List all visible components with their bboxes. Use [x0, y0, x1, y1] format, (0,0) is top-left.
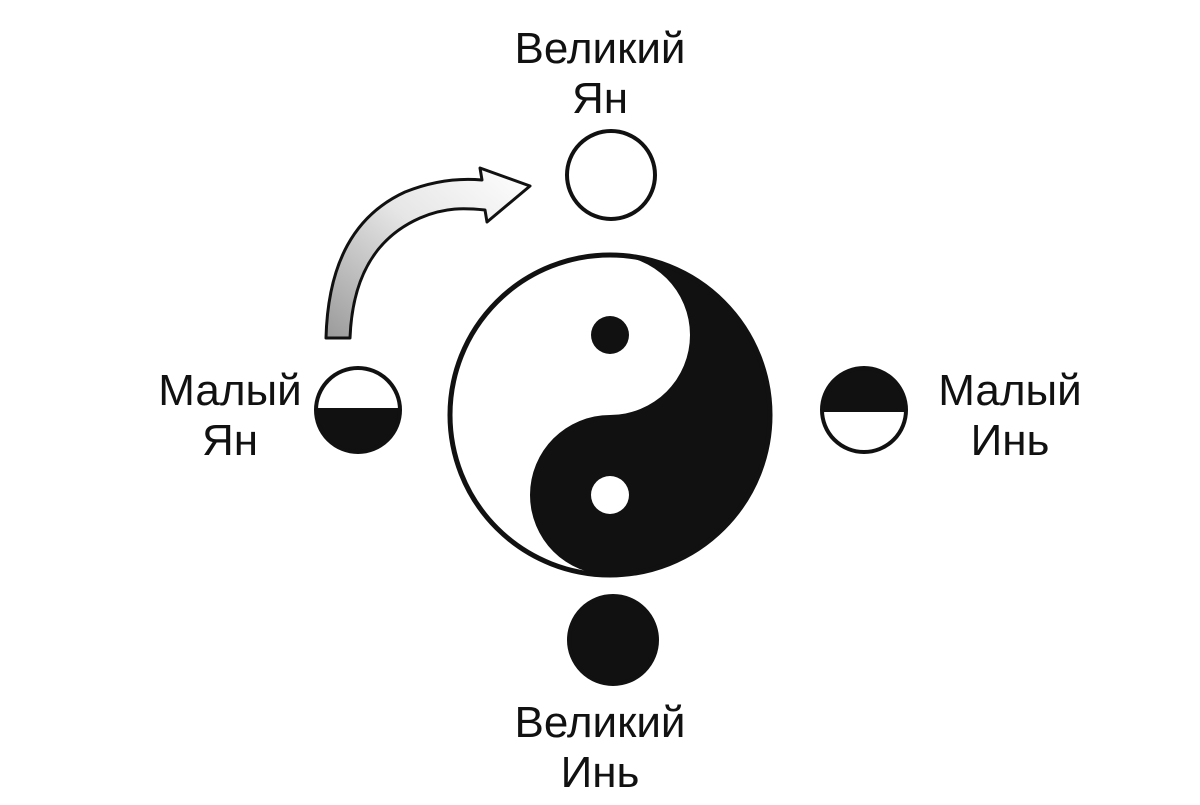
- yin-yang-symbol: [447, 252, 773, 578]
- lesser-yang-symbol: [314, 366, 402, 454]
- lesser-yang-label-line2: Ян: [201, 416, 259, 465]
- lesser-yin-label-line2: Инь: [970, 416, 1050, 465]
- lesser-yin-label-line1: Малый: [938, 366, 1082, 415]
- great-yang-label: Великий Ян: [470, 24, 730, 124]
- yin-dot: [591, 476, 629, 514]
- great-yin-label-line1: Великий: [514, 698, 686, 747]
- great-yang-symbol: [565, 129, 657, 221]
- lesser-yin-label: Малый Инь: [900, 366, 1120, 466]
- lesser-yang-label: Малый Ян: [120, 366, 340, 466]
- great-yin-label: Великий Инь: [470, 698, 730, 798]
- great-yang-label-line2: Ян: [571, 74, 629, 123]
- great-yang-label-line1: Великий: [514, 24, 686, 73]
- great-yin-symbol: [567, 594, 659, 686]
- lesser-yang-label-line1: Малый: [158, 366, 302, 415]
- transition-arrow: [324, 166, 532, 340]
- yang-dot: [591, 316, 629, 354]
- lesser-yin-symbol: [820, 366, 908, 454]
- great-yin-label-line2: Инь: [560, 748, 640, 797]
